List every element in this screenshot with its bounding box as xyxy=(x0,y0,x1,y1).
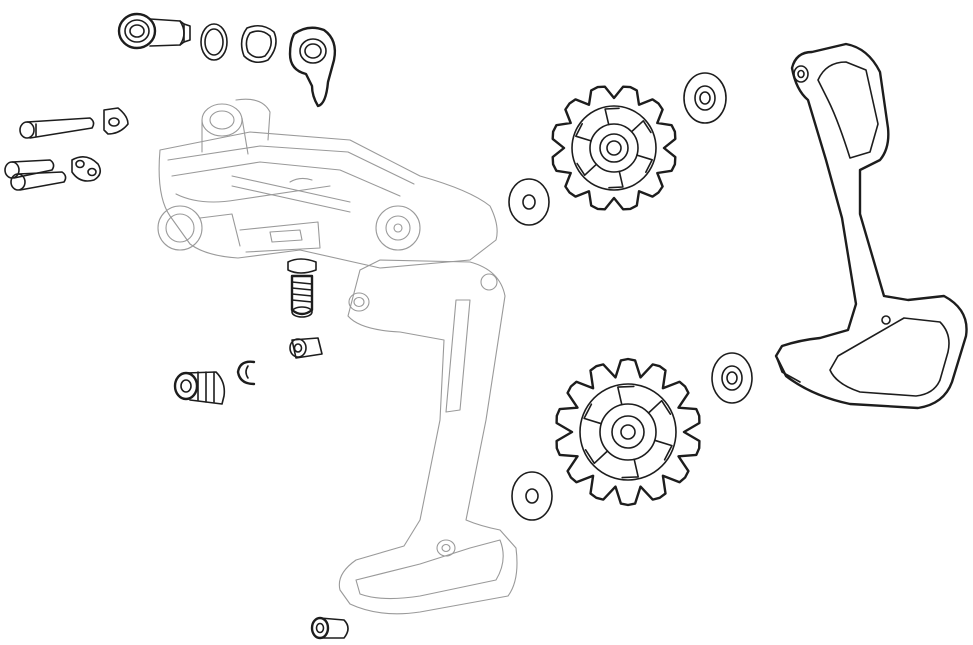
lower-pulley-wheel xyxy=(555,357,701,507)
b-knuckle-tab xyxy=(288,26,337,108)
lower-pulley-washer-right xyxy=(711,352,753,404)
pulley-spoke xyxy=(621,458,639,479)
pulley-spoke xyxy=(584,449,609,465)
upper-pulley-washer-left xyxy=(508,178,550,226)
barrel-adjuster xyxy=(173,371,226,405)
pulley-spoke xyxy=(583,403,603,425)
cable-anchor-bolt xyxy=(287,258,317,318)
pulley-spoke xyxy=(608,170,624,189)
small-plate xyxy=(103,107,129,135)
limit-screw-long xyxy=(19,117,95,139)
pulley-spoke xyxy=(617,385,635,406)
derailleur-body xyxy=(157,98,518,615)
lower-pulley-washer-left xyxy=(511,471,553,521)
pulley-spoke xyxy=(630,120,652,134)
pulley-spoke xyxy=(604,107,620,126)
pulley-spoke xyxy=(653,439,673,461)
limit-screw-pair xyxy=(4,159,67,191)
pulley-spoke xyxy=(576,162,598,176)
cable-anchor-washer xyxy=(289,337,323,359)
pulley-spoke xyxy=(636,154,653,173)
pulley-spoke xyxy=(647,399,672,415)
outer-cage-plate xyxy=(774,42,968,410)
mounting-bolt xyxy=(117,12,191,50)
cage-stop-screw xyxy=(310,616,349,640)
upper-pulley-washer-right xyxy=(683,72,727,124)
bushing-washer xyxy=(200,23,228,61)
seal-ring xyxy=(240,24,277,64)
upper-pulley-wheel xyxy=(551,85,677,211)
small-plate xyxy=(71,156,102,182)
e-clip xyxy=(236,360,256,386)
pulley-spoke xyxy=(575,123,592,142)
